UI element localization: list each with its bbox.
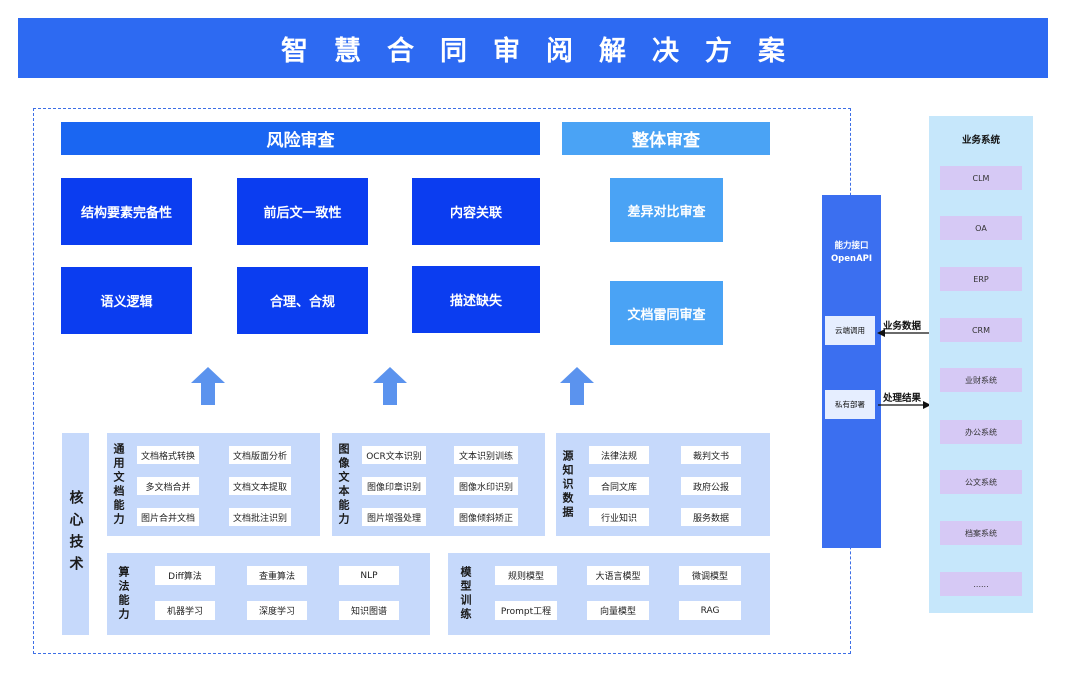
business-system-item: CRM bbox=[940, 318, 1022, 342]
algorithm-label: 算法能力 bbox=[117, 566, 130, 622]
risk-item-structure-completeness: 结构要素完备性 bbox=[61, 178, 192, 245]
cloud-call-button: 云端调用 bbox=[825, 316, 875, 345]
overall-item-similarity-review: 文档雷同审查 bbox=[610, 281, 723, 345]
source-knowledge-item: 政府公报 bbox=[681, 477, 741, 495]
business-system-item: 业财系统 bbox=[940, 368, 1022, 392]
image-text-item: 图片增强处理 bbox=[362, 508, 426, 526]
risk-review-header: 风险审查 bbox=[61, 122, 540, 155]
business-system-item: 办公系统 bbox=[940, 420, 1022, 444]
risk-item-context-consistency: 前后文一致性 bbox=[237, 178, 368, 245]
source-knowledge-item: 裁判文书 bbox=[681, 446, 741, 464]
page-title: 智慧合同审阅解决方案 bbox=[18, 18, 1048, 78]
model-training-item: Prompt工程 bbox=[495, 601, 557, 620]
source-knowledge-item: 法律法规 bbox=[589, 446, 649, 464]
model-training-item: 规则模型 bbox=[495, 566, 557, 585]
business-system-item: ...... bbox=[940, 572, 1022, 596]
general-doc-item: 文档批注识别 bbox=[229, 508, 291, 526]
business-system-item: OA bbox=[940, 216, 1022, 240]
api-title-line2: OpenAPI bbox=[830, 254, 873, 264]
right-arrow-icon bbox=[878, 401, 931, 409]
source-knowledge-item: 合同文库 bbox=[589, 477, 649, 495]
algorithm-item: 知识图谱 bbox=[339, 601, 399, 620]
risk-item-reasonable-compliant: 合理、合规 bbox=[237, 267, 368, 334]
core-tech-label: 核心技术 bbox=[62, 433, 89, 635]
api-title-line1: 能力接口 bbox=[834, 241, 869, 251]
model-training-item: 微调模型 bbox=[679, 566, 741, 585]
model-training-item: 大语言模型 bbox=[587, 566, 649, 585]
source-knowledge-item: 服务数据 bbox=[681, 508, 741, 526]
up-arrow-icon bbox=[373, 367, 407, 405]
image-text-item: 图像水印识别 bbox=[454, 477, 518, 495]
risk-item-content-association: 内容关联 bbox=[412, 178, 540, 245]
algorithm-item: 深度学习 bbox=[247, 601, 307, 620]
model-training-label: 模型训练 bbox=[459, 566, 472, 622]
algorithm-item: 查重算法 bbox=[247, 566, 307, 585]
up-arrow-icon bbox=[560, 367, 594, 405]
image-text-item: OCR文本识别 bbox=[362, 446, 426, 464]
private-deploy-button: 私有部署 bbox=[825, 390, 875, 419]
overall-review-header: 整体审查 bbox=[562, 122, 770, 155]
api-title: 能力接口 OpenAPI bbox=[822, 238, 881, 268]
business-system-item: 档案系统 bbox=[940, 521, 1022, 545]
api-panel bbox=[822, 195, 881, 548]
overall-item-diff-review: 差异对比审查 bbox=[610, 178, 723, 242]
risk-item-missing-description: 描述缺失 bbox=[412, 266, 540, 333]
general-doc-item: 图片合并文档 bbox=[137, 508, 199, 526]
image-text-label: 图像文本能力 bbox=[337, 442, 350, 527]
image-text-item: 文本识别训练 bbox=[454, 446, 518, 464]
general-doc-item: 文档版面分析 bbox=[229, 446, 291, 464]
risk-item-semantic-logic: 语义逻辑 bbox=[61, 267, 192, 334]
image-text-item: 图像印章识别 bbox=[362, 477, 426, 495]
algorithm-item: 机器学习 bbox=[155, 601, 215, 620]
algorithm-item: NLP bbox=[339, 566, 399, 585]
source-knowledge-item: 行业知识 bbox=[589, 508, 649, 526]
business-data-label: 业务数据 bbox=[883, 321, 922, 332]
source-knowledge-label: 源知识数据 bbox=[561, 449, 574, 520]
general-doc-item: 多文档合并 bbox=[137, 477, 199, 495]
business-system-item: ERP bbox=[940, 267, 1022, 291]
general-doc-item: 文档格式转换 bbox=[137, 446, 199, 464]
business-systems-title: 业务系统 bbox=[961, 135, 1000, 146]
business-system-item: 公文系统 bbox=[940, 470, 1022, 494]
business-system-item: CLM bbox=[940, 166, 1022, 190]
model-training-item: RAG bbox=[679, 601, 741, 620]
algorithm-item: Diff算法 bbox=[155, 566, 215, 585]
image-text-item: 图像倾斜矫正 bbox=[454, 508, 518, 526]
general-doc-item: 文档文本提取 bbox=[229, 477, 291, 495]
up-arrow-icon bbox=[191, 367, 225, 405]
general-doc-label: 通用文档能力 bbox=[112, 442, 125, 527]
processing-result-label: 处理结果 bbox=[883, 393, 922, 404]
model-training-item: 向量模型 bbox=[587, 601, 649, 620]
left-arrow-icon bbox=[877, 329, 930, 337]
